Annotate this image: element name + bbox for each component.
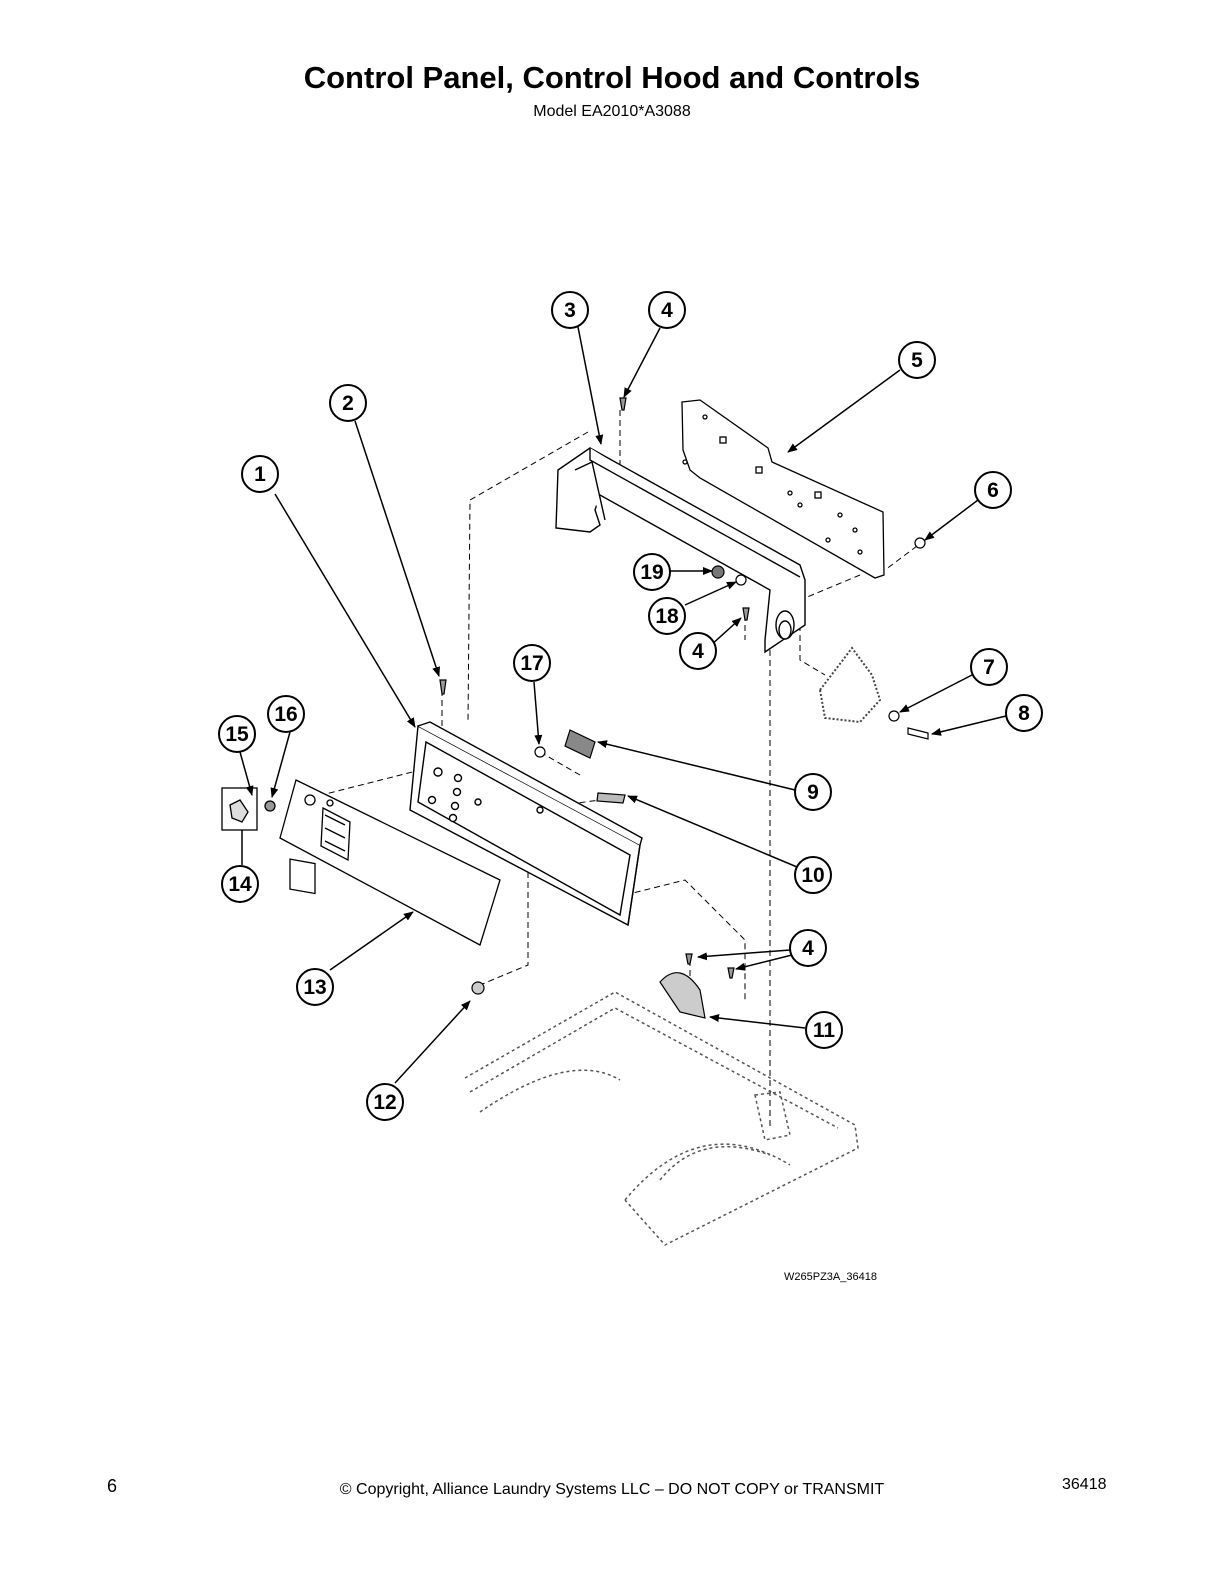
callout-label: 8 [1018,702,1030,725]
callout-label: 9 [807,781,819,804]
callout-circle [648,291,686,329]
callout-label: 12 [373,1091,396,1114]
callout-label: 17 [520,652,543,675]
copyright-notice: © Copyright, Alliance Laundry Systems LL… [339,1481,885,1498]
control-panel [409,721,643,927]
callout-circle [794,856,832,894]
control-hood [555,447,806,654]
panel-overlay [279,779,501,946]
callout-circle [366,1083,404,1121]
page-number: 6 [107,1476,118,1496]
callout-1: 1 [241,455,279,493]
callout-circle [633,553,671,591]
callout-circle [296,968,334,1006]
hardware-parts [439,397,929,1019]
callout-label: 10 [801,864,824,887]
callout-circle [970,648,1008,686]
callout-circle [267,695,305,733]
callout-label: 6 [987,479,999,502]
callout-11: 11 [805,1011,843,1049]
callout-13: 13 [296,968,334,1006]
callout-label: 14 [228,873,252,896]
callout-3: 3 [551,291,589,329]
callout-label: 2 [342,392,354,415]
callout-6: 6 [974,471,1012,509]
callout-circle [329,384,367,422]
hinge-bracket [818,646,882,724]
callout-circle [974,471,1012,509]
callout-circle [221,865,259,903]
page-title: Control Panel, Control Hood and Controls [303,60,921,95]
callout-4: 4 [789,929,827,967]
model-subtitle: Model EA2010*A3088 [533,103,691,120]
callout-5: 5 [898,341,936,379]
callout-circle [513,644,551,682]
back-panel [681,399,885,579]
callout-circle [679,632,717,670]
callout-circle [898,341,936,379]
callout-4: 4 [648,291,686,329]
figure-id: W265PZ3A_36418 [784,1271,877,1283]
callout-label: 16 [274,703,297,726]
callout-circle [241,455,279,493]
callout-16: 16 [267,695,305,733]
callout-9: 9 [794,773,832,811]
callout-7: 7 [970,648,1008,686]
callout-label: 19 [640,561,663,584]
callout-8: 8 [1005,694,1043,732]
callout-19: 19 [633,553,671,591]
callout-label: 1 [254,463,266,486]
callout-18: 18 [648,597,686,635]
callout-circle [1005,694,1043,732]
callout-label: 15 [225,723,249,746]
callout-circle [551,291,589,329]
callout-label: 13 [303,976,326,999]
callout-circle [805,1011,843,1049]
callout-15: 15 [218,715,256,753]
callout-label: 3 [564,299,576,322]
callout-label: 11 [813,1019,836,1042]
document-number: 36418 [1062,1476,1107,1493]
callout-label: 4 [692,640,704,663]
callout-circle [648,597,686,635]
callout-circle [789,929,827,967]
callout-14: 14 [221,865,259,903]
callout-12: 12 [366,1083,404,1121]
callout-label: 18 [655,605,679,628]
callout-2: 2 [329,384,367,422]
callout-circle [794,773,832,811]
callout-label: 4 [802,937,814,960]
callout-4: 4 [679,632,717,670]
callout-label: 5 [911,349,923,372]
callout-17: 17 [513,644,551,682]
leader-lines [239,326,1007,1084]
callout-circle [218,715,256,753]
cabinet-top [464,991,859,1246]
callout-label: 4 [661,299,673,322]
callout-label: 7 [983,656,995,679]
knob-assembly [221,787,276,831]
callout-10: 10 [794,856,832,894]
